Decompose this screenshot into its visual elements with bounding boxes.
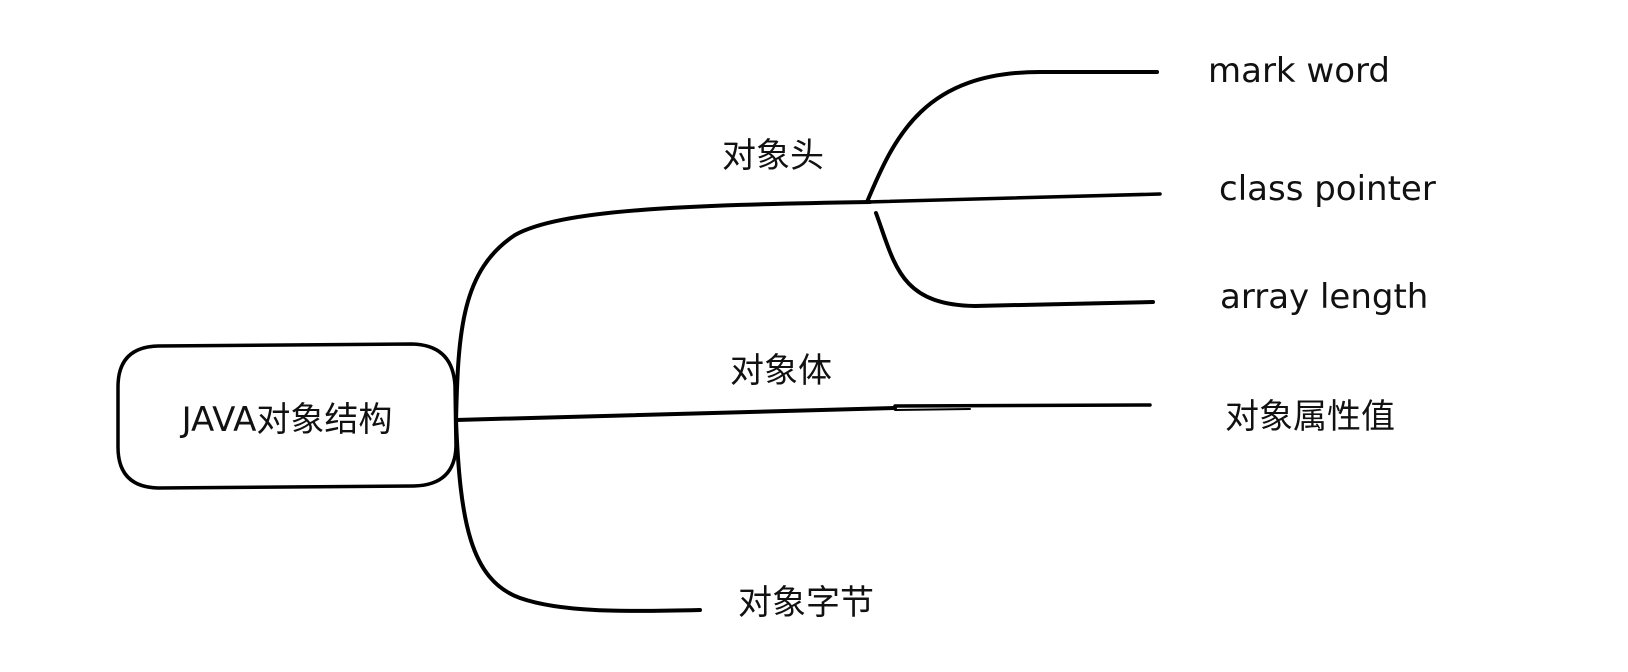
connector-header — [454, 200, 872, 424]
connector-mark-word — [865, 70, 1159, 204]
connector-body-extension-double — [894, 408, 971, 411]
branch-label-body: 对象体 — [730, 351, 832, 391]
leaf-label-array-length: array length — [1220, 277, 1428, 317]
leaf-label-mark-word: mark word — [1208, 51, 1390, 91]
connector-body-extension — [893, 403, 1152, 408]
connector-array-length — [874, 211, 1155, 308]
connector-padding — [454, 418, 702, 613]
root-node: JAVA对象结构 — [116, 342, 458, 490]
connector-class-pointer — [865, 192, 1162, 204]
leaf-label-class-pointer: class pointer — [1219, 169, 1436, 209]
leaf-label-body-values: 对象属性值 — [1225, 397, 1395, 437]
branch-label-header: 对象头 — [722, 136, 824, 176]
root-node-label: JAVA对象结构 — [180, 400, 393, 440]
header-connectors — [865, 70, 1162, 308]
root-connectors — [454, 200, 1152, 613]
root-node-box — [116, 342, 458, 490]
connector-body — [454, 406, 897, 422]
branch-label-padding: 对象字节 — [738, 583, 874, 623]
